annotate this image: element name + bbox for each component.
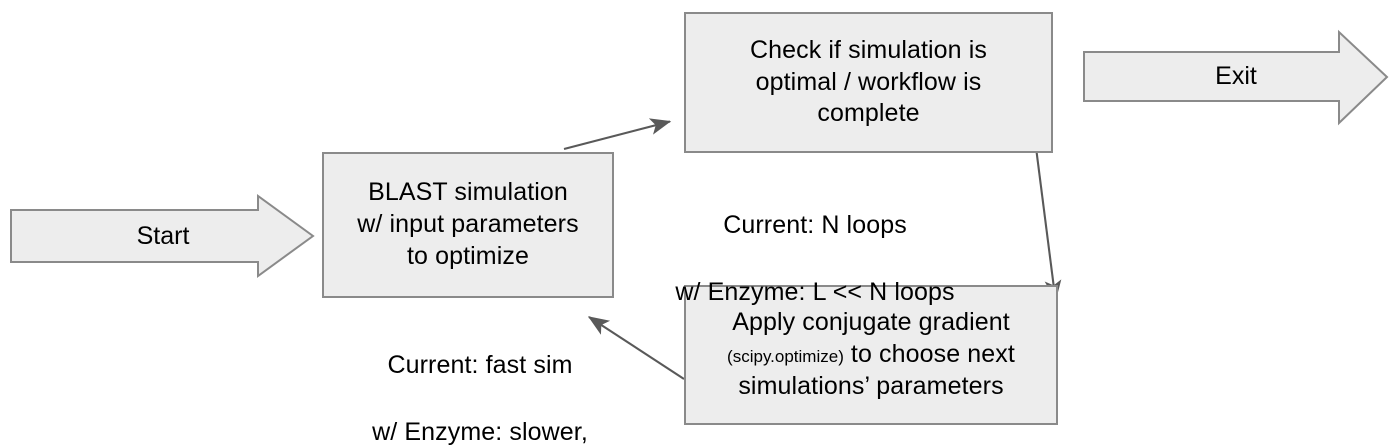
node-check-line-2: optimal / workflow is — [755, 67, 982, 96]
node-apply-scipy-note: (scipy.optimize) — [727, 347, 844, 367]
exit-arrow-svg — [1083, 29, 1389, 126]
annotation-sim-line-1: Current: fast sim — [387, 351, 573, 380]
node-blast-text: BLAST simulation w/ input parameters to … — [324, 177, 612, 272]
start-arrow-shape[interactable]: Start — [10, 190, 316, 282]
annotation-sim-line-2: w/ Enzyme: slower, — [372, 417, 588, 446]
node-check-optimal[interactable]: Check if simulation is optimal / workflo… — [684, 12, 1053, 153]
node-check-text: Check if simulation is optimal / workflo… — [686, 35, 1051, 130]
node-check-line-1: Check if simulation is — [749, 35, 987, 64]
annotation-sim-speed: Current: fast sim w/ Enzyme: slower, but… — [330, 316, 630, 446]
node-apply-conjugate-gradient[interactable]: Apply conjugate gradient (scipy.optimize… — [684, 285, 1058, 425]
connector-blast-to-check — [563, 118, 672, 151]
node-apply-text: Apply conjugate gradient (scipy.optimize… — [686, 307, 1056, 402]
node-apply-line-2: (scipy.optimize) to choose next — [692, 339, 1050, 371]
node-blast-simulation[interactable]: BLAST simulation w/ input parameters to … — [322, 152, 614, 298]
annotation-loops-line-2: w/ Enzyme: L << N loops — [675, 277, 955, 306]
exit-arrow-shape[interactable]: Exit — [1083, 26, 1389, 127]
annotation-loops: Current: N loops w/ Enzyme: L << N loops — [640, 176, 990, 342]
node-blast-line-2: w/ input parameters — [357, 210, 579, 239]
node-apply-line-1: Apply conjugate gradient — [732, 308, 1010, 337]
start-arrow-svg — [10, 194, 315, 278]
annotation-loops-line-1: Current: N loops — [723, 211, 907, 240]
node-apply-line-2-rest: to choose next — [843, 340, 1015, 369]
node-apply-line-3: simulations’ parameters — [738, 371, 1004, 400]
node-blast-line-1: BLAST simulation — [368, 178, 568, 207]
node-check-line-3: complete — [817, 99, 920, 128]
node-blast-line-3: to optimize — [407, 241, 529, 270]
